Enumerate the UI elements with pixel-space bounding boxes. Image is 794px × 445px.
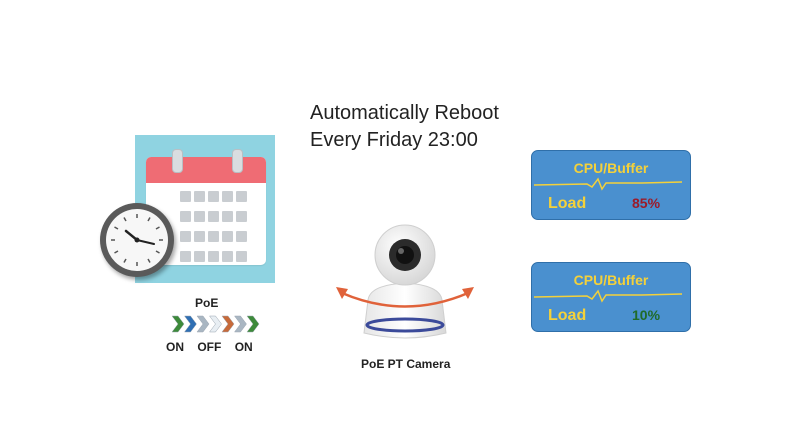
calendar-ring-right [232, 149, 243, 173]
calendar-day [194, 251, 205, 262]
poe-chevron-icon [172, 315, 185, 333]
load-card-low: CPU/Buffer Load 10% [531, 262, 691, 332]
load-card-high: CPU/Buffer Load 85% [531, 150, 691, 220]
calendar-day [194, 231, 205, 242]
clock-icon [100, 203, 174, 277]
headline-line-1: Automatically Reboot [310, 102, 499, 124]
poe-chevron-icon [221, 315, 235, 333]
poe-chevron-sequence [172, 315, 260, 333]
calendar-header [146, 157, 266, 183]
calendar-day [222, 211, 233, 222]
calendar-day [222, 251, 233, 262]
poe-label: PoE [195, 296, 219, 310]
calendar-day [180, 231, 191, 242]
load-card-title: CPU/Buffer [573, 272, 649, 288]
cpu-buffer-graph-line [533, 177, 683, 191]
calendar-day [222, 231, 233, 242]
load-value: 10% [632, 307, 661, 323]
poe-state-on-2: ON [234, 340, 253, 354]
poe-chevron-icon [209, 315, 222, 333]
poe-chevron-icon [246, 315, 260, 333]
calendar-day [194, 191, 205, 202]
calendar-day [208, 191, 219, 202]
ptz-camera-icon [336, 224, 474, 339]
calendar-day [180, 211, 191, 222]
camera-label: PoE PT Camera [361, 357, 451, 371]
load-label: Load [548, 307, 587, 324]
load-value: 85% [632, 195, 661, 211]
poe-chevron-icon [234, 315, 247, 333]
clock-hands [111, 214, 163, 266]
headline-line-2: Every Friday 23:00 [310, 129, 478, 151]
calendar-day [222, 191, 233, 202]
calendar-day [236, 231, 247, 242]
calendar-day [208, 251, 219, 262]
calendar-icon [146, 157, 266, 265]
calendar-day [208, 211, 219, 222]
poe-chevron-icon [196, 315, 210, 333]
calendar-day [194, 211, 205, 222]
calendar-day-grid [180, 191, 262, 265]
calendar-day [208, 231, 219, 242]
calendar-day [236, 211, 247, 222]
poe-state-on-1: ON [166, 340, 184, 354]
calendar-day [236, 191, 247, 202]
load-label: Load [548, 195, 587, 212]
poe-state-off: OFF [197, 340, 222, 354]
poe-state-labels: ON OFF ON [166, 340, 263, 354]
calendar-ring-left [172, 149, 183, 173]
calendar-day [180, 191, 191, 202]
clock-face [106, 209, 168, 271]
load-card-title: CPU/Buffer [573, 160, 649, 176]
rotation-arrow-icon [341, 291, 469, 308]
poe-chevron-icon [184, 315, 197, 333]
calendar-day [180, 251, 191, 262]
reboot-schedule-text: Automatically Reboot Every Friday 23:00 [310, 100, 499, 154]
cpu-buffer-graph-line [533, 289, 683, 303]
calendar-clock-illustration [100, 135, 280, 290]
calendar-day [236, 251, 247, 262]
